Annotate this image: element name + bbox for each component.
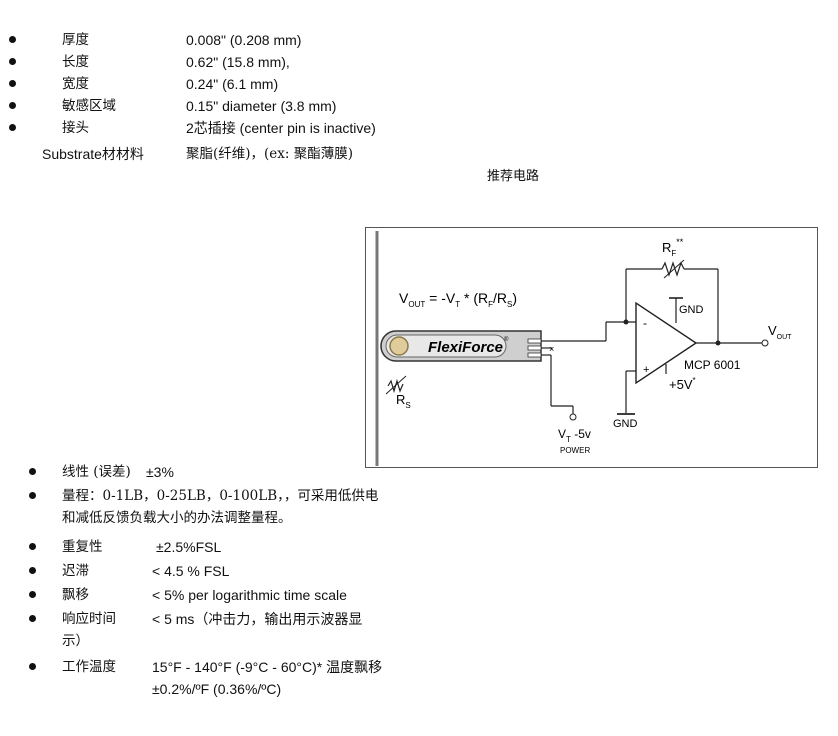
inverting-input-sign: - (643, 316, 647, 330)
spec-value: 0.62" (15.8 mm), (186, 54, 290, 70)
spec-value: 0.24" (6.1 mm) (186, 76, 279, 92)
power-label: POWER (560, 446, 590, 455)
bullet-icon (29, 663, 36, 670)
spec-label: 量程：0-1LB，0-25LB，0-100LB，，可采用低供电 (62, 488, 379, 504)
vt-terminal-icon (569, 413, 577, 421)
sensing-area-icon (389, 336, 409, 356)
flexiforce-sensor: FlexiForce ® (380, 330, 542, 362)
noninverting-input-sign: + (643, 364, 649, 376)
equation: VOUT = -VT * (RF/RS) (399, 290, 517, 309)
spec-value: 15°F - 140°F (-9°C - 60°C)* 温度飘移 (152, 659, 383, 675)
spec-label: 飘移 (62, 587, 89, 603)
vt-label: VT -5v (558, 427, 591, 444)
bullet-icon (9, 102, 16, 109)
circuit-svg: VOUT = -VT * (RF/RS) FlexiForce ® RS × V… (375, 231, 792, 466)
op-amp-icon (635, 301, 698, 385)
bullet-icon (29, 567, 36, 574)
bullet-icon (9, 80, 16, 87)
spec-label: 线性 (误差) (62, 464, 131, 480)
sensor-name: FlexiForce (428, 339, 503, 356)
spec-value: 0.15" diameter (3.8 mm) (186, 98, 337, 114)
spec-continuation: 示） (62, 633, 89, 649)
spec-label: 接头 (62, 120, 89, 136)
spec-value: ±2.5%FSL (156, 539, 222, 555)
bullet-icon (9, 124, 16, 131)
feedback-resistor-icon (661, 261, 685, 277)
gnd-top-label: GND (679, 304, 704, 316)
chip-label: MCP 6001 (684, 358, 741, 372)
sensor-mark: ® (504, 336, 509, 343)
spec-continuation: ±0.2%/ºF (0.36%/ºC) (152, 681, 282, 697)
spec-value: < 5 ms（冲击力，输出用示波器显 (152, 611, 363, 627)
spec-value: 2芯插接 (center pin is inactive) (186, 120, 376, 136)
inactive-pin-mark: × (549, 344, 554, 354)
spec-value: < 4.5 % FSL (152, 563, 230, 579)
vout-label: VOUT (768, 323, 792, 341)
spec-label: 响应时间 (62, 611, 116, 627)
gnd-bottom-label: GND (613, 418, 638, 430)
spec-label: 重复性 (62, 539, 103, 555)
bullet-icon (29, 615, 36, 622)
spec-label: 长度 (62, 54, 89, 70)
spec-value: ±3% (146, 464, 174, 480)
bullet-icon (29, 492, 36, 499)
junction-dot (715, 340, 721, 346)
bullet-icon (9, 58, 16, 65)
spec-label: 宽度 (62, 76, 89, 92)
supply-label: +5V* (669, 376, 696, 392)
recommended-circuit-diagram: VOUT = -VT * (RF/RS) FlexiForce ® RS × V… (365, 227, 818, 468)
bullet-icon (29, 468, 36, 475)
circuit-caption: 推荐电路 (487, 169, 540, 184)
spec-value: < 5% per logarithmic time scale (152, 587, 347, 603)
spec-continuation: 和减低反馈负载大小的办法调整量程。 (62, 510, 292, 526)
bullet-icon (9, 36, 16, 43)
vout-terminal-icon (761, 339, 769, 347)
rs-label: RS (396, 392, 411, 410)
spec-label: 厚度 (62, 32, 89, 48)
rf-label: RF** (662, 237, 684, 258)
substrate-value: 聚脂(纤维)，(ex: 聚酯薄膜) (186, 146, 354, 162)
substrate-label: Substrate材材料 (42, 146, 144, 162)
spec-label: 迟滞 (62, 563, 89, 579)
spec-label: 敏感区域 (62, 98, 116, 114)
bullet-icon (29, 591, 36, 598)
bullet-icon (29, 543, 36, 550)
spec-value: 0.008" (0.208 mm) (186, 32, 302, 48)
spec-label: 工作温度 (62, 659, 116, 675)
